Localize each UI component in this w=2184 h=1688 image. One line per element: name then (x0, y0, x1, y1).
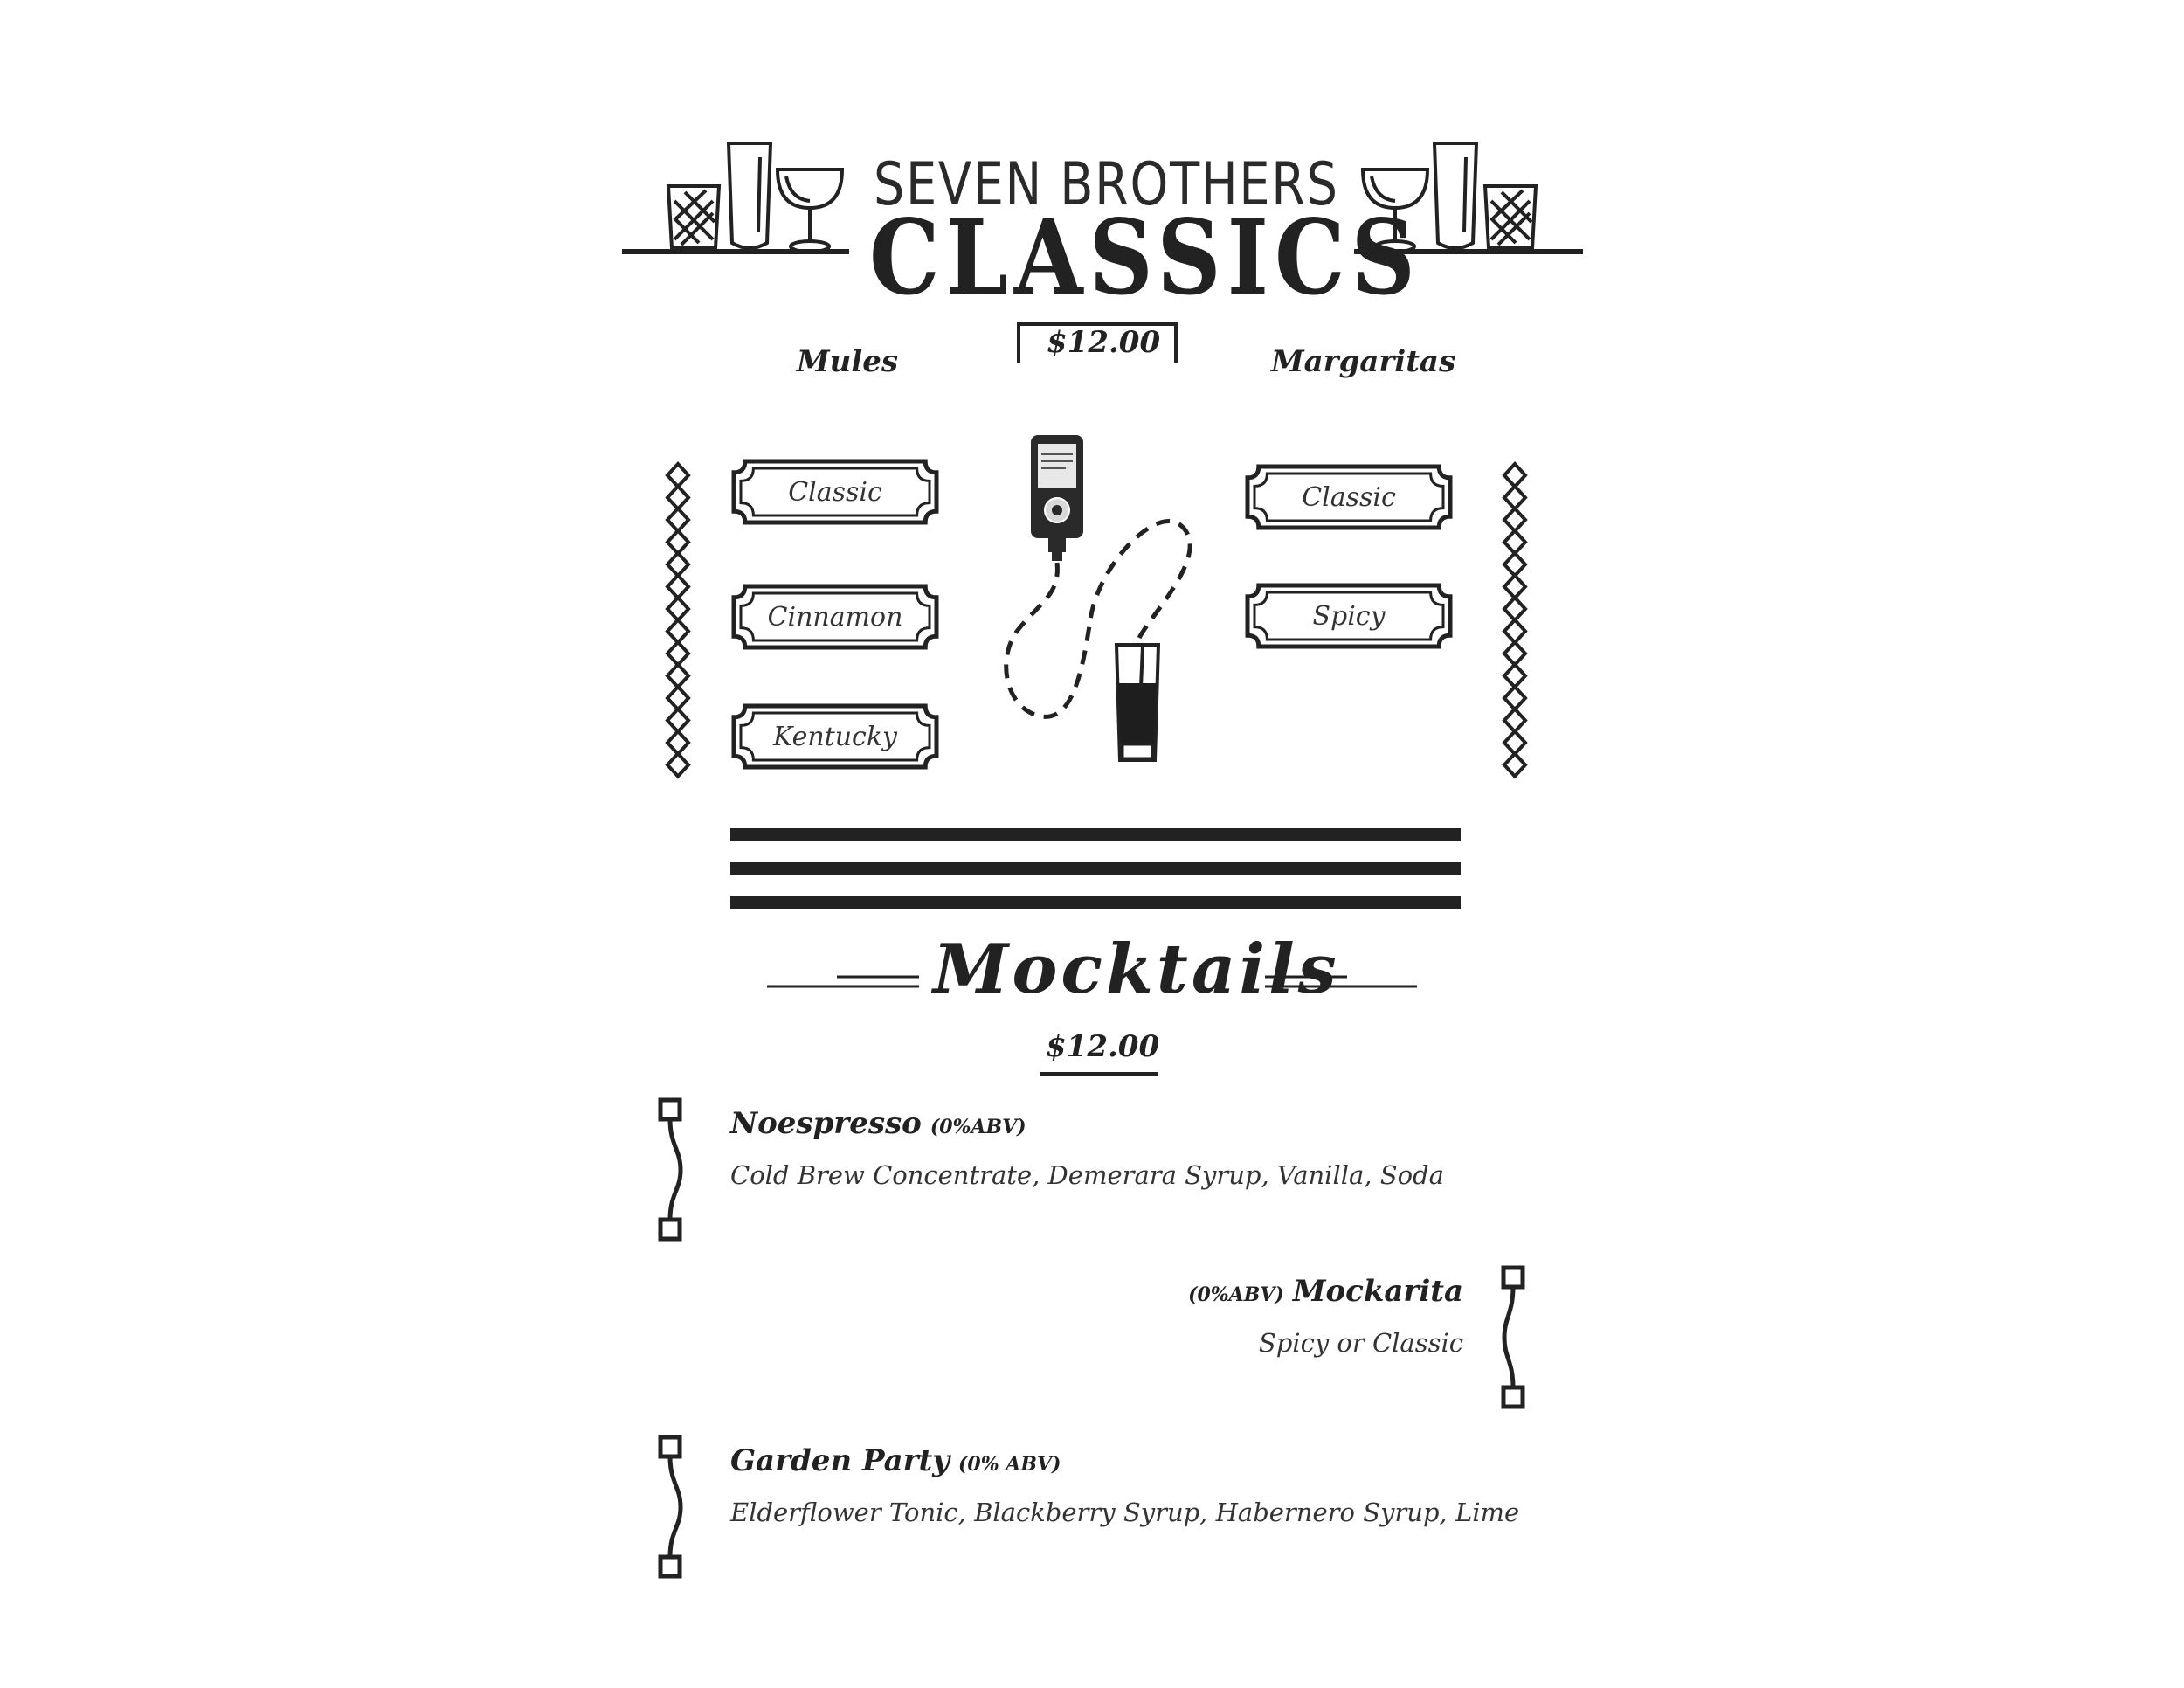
mocktails-left-rule (767, 975, 919, 988)
margarita-classic-plate: Classic (1244, 463, 1454, 531)
mule-cinnamon-label: Cinnamon (767, 601, 903, 633)
margarita-spicy-label: Spicy (1312, 600, 1386, 632)
margarita-spicy-plate: Spicy (1244, 582, 1454, 650)
pour-stream-line (1004, 519, 1192, 719)
brand-name: SEVEN BROTHERS (874, 150, 1339, 219)
left-diamond-border (665, 461, 691, 779)
left-shelf-decoration (622, 142, 849, 254)
mockarita-abv: (0%ABV) (1188, 1283, 1284, 1306)
page-title: CLASSICS (869, 197, 1421, 318)
garden-party-name: Garden Party (730, 1443, 950, 1478)
mocktails-right-rule (1265, 975, 1417, 988)
mule-classic-plate: Classic (730, 458, 940, 526)
mule-kentucky-label: Kentucky (773, 721, 897, 752)
coupe-glass-icon (1360, 168, 1430, 253)
mockarita-description: Spicy or Classic (1258, 1328, 1463, 1358)
mule-cinnamon-plate: Cinnamon (730, 583, 940, 651)
liquor-bottle-icon (1031, 435, 1083, 561)
mules-heading: Mules (797, 344, 899, 379)
margarita-classic-label: Classic (1302, 481, 1396, 513)
garden-party-abv: (0% ABV) (958, 1453, 1061, 1476)
mocktails-price-underline (1040, 1072, 1158, 1076)
noespresso-bracket-icon (658, 1097, 683, 1242)
price-frame (1017, 322, 1178, 363)
noespresso-description: Cold Brew Concentrate, Demerara Syrup, V… (730, 1160, 1444, 1190)
garden-party-bracket-icon (658, 1435, 683, 1579)
mockarita-name: Mockarita (1292, 1274, 1463, 1309)
highball-glass-icon (1432, 142, 1479, 250)
garden-party-item: Garden Party (0% ABV) (730, 1443, 1061, 1478)
mockarita-item: (0%ABV) Mockarita (1188, 1274, 1463, 1309)
triple-bar-divider (730, 828, 1461, 909)
right-shelf-decoration (1354, 142, 1583, 254)
rocks-glass-icon (1482, 184, 1538, 250)
bottle-pour-illustration (1004, 435, 1192, 762)
garden-party-description: Elderflower Tonic, Blackberry Syrup, Hab… (730, 1498, 1520, 1527)
noespresso-abv: (0%ABV) (930, 1116, 1026, 1138)
mocktails-title: Mocktails (933, 930, 1340, 1009)
mule-classic-label: Classic (788, 476, 882, 508)
margaritas-heading: Margaritas (1271, 344, 1456, 379)
noespresso-name: Noespresso (730, 1106, 922, 1141)
right-diamond-border (1502, 461, 1528, 779)
shot-glass-icon (1114, 643, 1161, 762)
noespresso-item: Noespresso (0%ABV) (730, 1106, 1026, 1141)
highball-glass-icon (726, 142, 773, 250)
mockarita-bracket-icon (1501, 1265, 1525, 1409)
rocks-glass-icon (666, 184, 722, 250)
mocktails-price: $12.00 (1046, 1029, 1160, 1064)
mule-kentucky-plate: Kentucky (730, 702, 940, 771)
classics-price: $12.00 (1047, 325, 1161, 360)
coupe-glass-icon (775, 168, 845, 253)
